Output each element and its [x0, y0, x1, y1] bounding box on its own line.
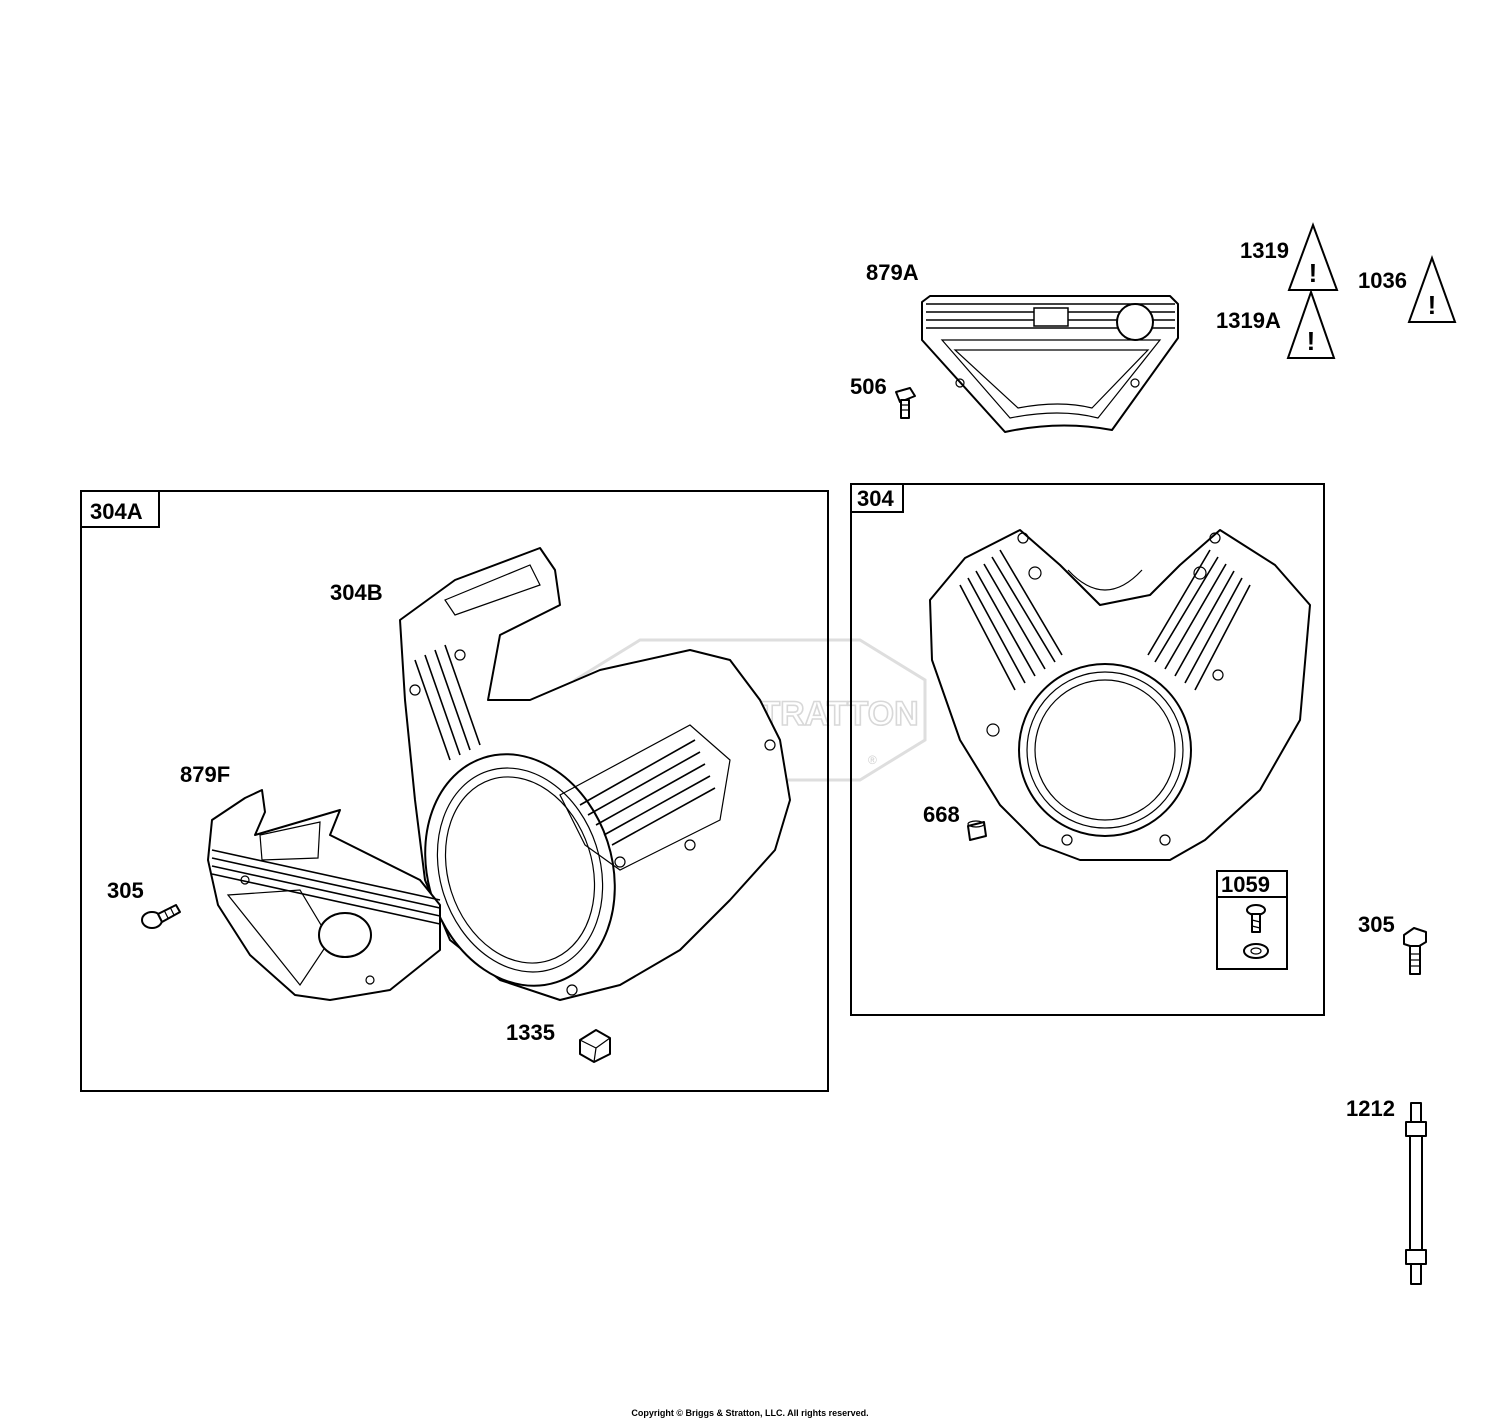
- callout-506: 506: [850, 374, 887, 399]
- callout-304b: 304B: [330, 580, 383, 605]
- part-879a-cover[interactable]: [921, 295, 1179, 433]
- callout-305-right: 305: [1358, 912, 1395, 937]
- callout-879a: 879A: [866, 260, 919, 285]
- box-304: 304: [850, 483, 1325, 1016]
- warning-symbol: !: [1307, 326, 1316, 356]
- part-506-screw[interactable]: [895, 387, 916, 419]
- box-304a: 304A: [80, 490, 829, 1092]
- part-1335-nut[interactable]: [579, 1029, 611, 1063]
- callout-1036: 1036: [1358, 268, 1407, 293]
- part-304-blower-housing[interactable]: [929, 529, 1311, 861]
- callout-879f: 879F: [180, 762, 230, 787]
- warning-decal-1036[interactable]: !: [1407, 255, 1457, 323]
- copyright-notice: Copyright © Briggs & Stratton, LLC. All …: [631, 1408, 869, 1418]
- callout-1319: 1319: [1240, 238, 1289, 263]
- warning-decal-1319a[interactable]: !: [1286, 288, 1336, 359]
- box-label-304a: 304A: [90, 499, 143, 524]
- callout-1212: 1212: [1346, 1096, 1395, 1121]
- callout-668: 668: [923, 802, 960, 827]
- box-label-304: 304: [857, 486, 894, 511]
- warning-symbol: !: [1428, 290, 1437, 320]
- callout-1335: 1335: [506, 1020, 555, 1045]
- warning-decal-1319[interactable]: !: [1287, 222, 1339, 291]
- registered-mark: ®: [868, 753, 877, 767]
- box-label-1059: 1059: [1221, 872, 1270, 897]
- callout-305-left: 305: [107, 878, 144, 903]
- box-1059-kit[interactable]: 1059: [1216, 870, 1288, 970]
- part-305-screw-left[interactable]: [141, 904, 181, 929]
- part-1212-stud[interactable]: [1405, 1102, 1427, 1285]
- callout-1319a: 1319A: [1216, 308, 1281, 333]
- part-879f-side-cover[interactable]: [207, 789, 441, 1001]
- warning-symbol: !: [1309, 258, 1318, 288]
- part-668-grommet[interactable]: [967, 820, 987, 841]
- part-305-bolt-right[interactable]: [1403, 927, 1427, 975]
- part-304b-blower-housing[interactable]: [396, 547, 791, 1011]
